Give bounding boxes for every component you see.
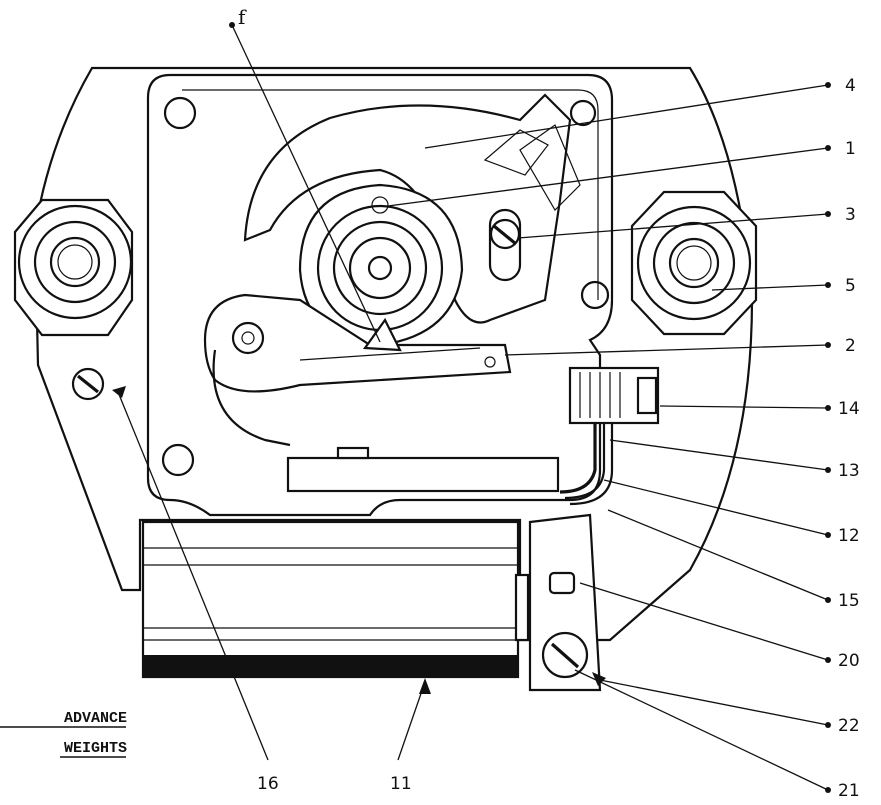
- base-bar: [286, 446, 560, 493]
- left-hex-nut: [13, 198, 134, 337]
- callout-dots: [229, 22, 831, 793]
- callout-22: 22: [838, 716, 860, 736]
- callout-14: 14: [838, 399, 860, 419]
- callout-11: 11: [390, 774, 412, 794]
- lower-body: [141, 520, 530, 679]
- caption-advance: ADVANCE: [64, 710, 127, 727]
- callout-5: 5: [845, 276, 856, 296]
- corner-hole-icon: [580, 280, 610, 310]
- corner-hole-icon: [161, 443, 195, 477]
- contact-breaker-arm: [203, 293, 512, 447]
- callout-1: 1: [845, 139, 856, 159]
- callout-13: 13: [838, 461, 860, 481]
- callout-15: 15: [838, 591, 860, 611]
- callout-12: 12: [838, 526, 860, 546]
- callout-16: 16: [257, 774, 279, 794]
- leader-lines: [112, 24, 829, 791]
- corner-hole-icon: [163, 96, 197, 130]
- callout-3: 3: [845, 205, 856, 225]
- advance-weight: [243, 93, 581, 324]
- clip-bracket: [528, 513, 602, 692]
- right-hex-nut: [630, 190, 758, 336]
- callout-21: 21: [838, 781, 860, 801]
- caption: ADVANCE WEIGHTS: [0, 710, 127, 758]
- callout-4: 4: [845, 76, 856, 96]
- caption-weights: WEIGHTS: [64, 740, 127, 757]
- callout-labels: f 4 1 3 5 2 14 13 12 15 20 22 21 16 11: [238, 5, 860, 801]
- callout-20: 20: [838, 651, 860, 671]
- callout-2: 2: [845, 336, 856, 356]
- corner-hole-icon: [569, 99, 597, 127]
- callout-f: f: [238, 5, 247, 29]
- terminal-assembly: [559, 366, 660, 506]
